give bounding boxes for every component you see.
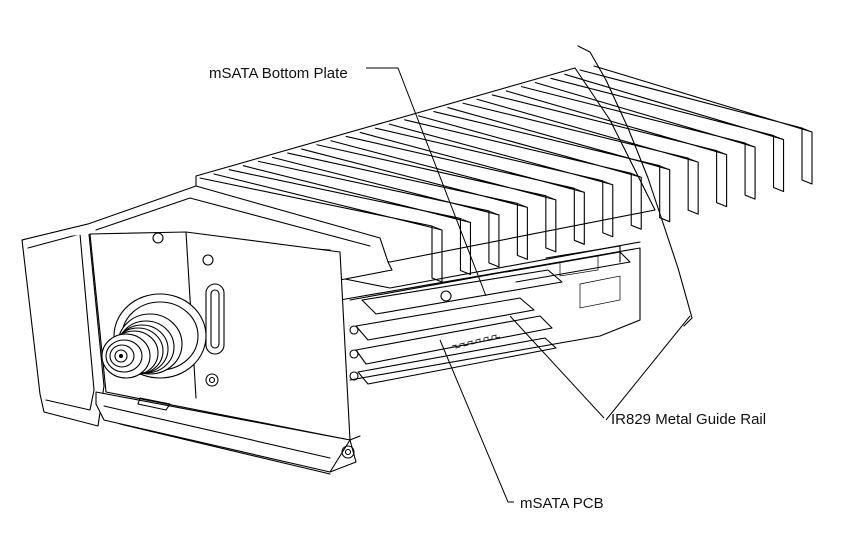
heatsink-fin-edge: [773, 135, 784, 140]
heatsink-fin: [491, 90, 728, 208]
heatsink-fin-edge: [602, 180, 613, 186]
label-msata-bottom-plate: mSATA Bottom Plate: [209, 65, 348, 82]
leader-bottom-plate: [366, 67, 487, 297]
heatsink-fin-edge: [488, 210, 500, 216]
heatsink-fin: [228, 165, 472, 276]
heatsink-fin-edge: [744, 142, 756, 148]
heatsink-fin: [462, 98, 699, 215]
leader-guide-rail: [509, 315, 605, 419]
heatsink-fin: [404, 115, 642, 230]
heatsink-fin-edge: [431, 225, 443, 231]
heatsink-fin-edge: [801, 127, 813, 133]
rf-connector: [101, 293, 207, 379]
front-end-panel: [21, 185, 393, 475]
heatsink-fin-edge: [631, 172, 642, 178]
heatsink-fin-edge: [574, 187, 585, 193]
heatsink-fin: [550, 73, 785, 193]
heatsink-fin: [520, 82, 756, 200]
leader-pcb: [439, 339, 514, 503]
heatsink-fin: [433, 106, 671, 223]
heatsink-fin: [199, 173, 443, 283]
heatsink-fin: [374, 123, 614, 238]
heatsink-fins: [195, 45, 813, 327]
heatsink-fin: [287, 148, 528, 260]
heatsink-fin-edge: [659, 165, 670, 171]
heatsink-fin-edge: [716, 150, 727, 155]
heatsink-fin: [316, 140, 557, 253]
heatsink-fin: [345, 131, 585, 245]
label-ir829-metal-guide-rail: IR829 Metal Guide Rail: [611, 411, 767, 428]
heatsink-fin-edge: [517, 203, 528, 208]
label-msata-pcb: mSATA PCB: [520, 495, 604, 512]
heatsink-fin-edge: [688, 157, 699, 163]
heatsink-fin: [579, 65, 813, 185]
chassis-body: [339, 245, 641, 385]
heatsink-fin: [257, 156, 500, 268]
callout-leaders: [366, 67, 691, 503]
heatsink-fin-edge: [460, 218, 471, 223]
heatsink-fin-edge: [545, 195, 556, 201]
